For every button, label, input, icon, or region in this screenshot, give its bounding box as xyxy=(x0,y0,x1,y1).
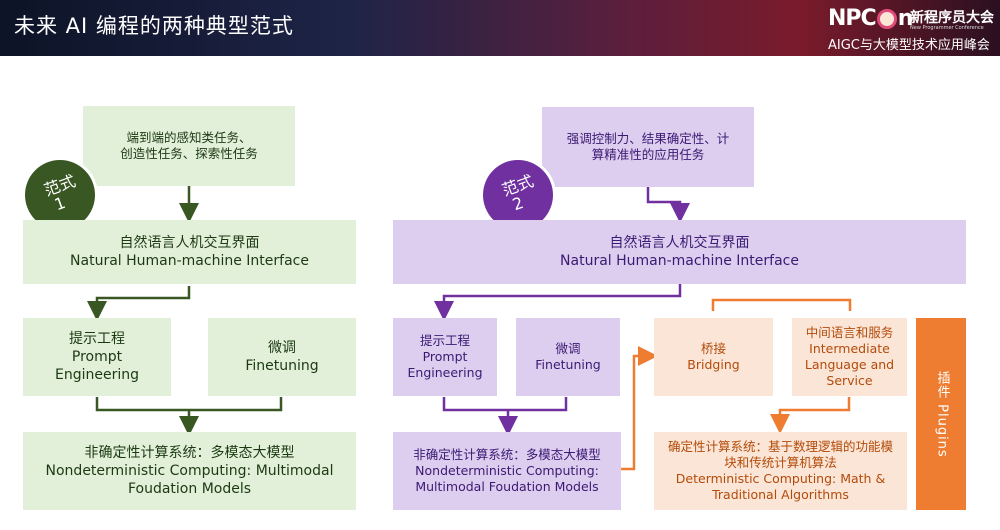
p2-finetune-box: 微调 Finetuning xyxy=(516,318,620,396)
arrow-nondet-to-bridging xyxy=(621,346,658,471)
p2-task-box: 强调控制力、结果确定性、计 算精准性的应用任务 xyxy=(542,107,754,187)
intermediate-en2: Language and xyxy=(804,357,895,372)
line-prompt-finetune-join-1 xyxy=(95,397,283,412)
p2-task-line1: 强调控制力、结果确定性、计 xyxy=(566,130,730,146)
p1-task-line1: 端到端的感知类任务、 xyxy=(126,129,252,145)
p2-badge: 范式 2 xyxy=(483,160,553,230)
arrow-task-to-interface-2 xyxy=(646,187,690,223)
det-cn2: 块和传统计算机算法 xyxy=(724,454,837,470)
p1-nondet-cn: 非确定性计算系统：多模态大模型 xyxy=(84,444,295,461)
p1-nondet-en2: Foudation Models xyxy=(127,481,252,498)
p2-badge-number: 2 xyxy=(509,192,526,215)
logo-en-subtitle: New Programmer Conference xyxy=(910,25,984,31)
page-title: 未来 AI 编程的两种典型范式 xyxy=(14,14,294,38)
p2-prompt-en1: Prompt xyxy=(422,348,468,364)
intermediate-en3: Service xyxy=(826,373,873,389)
p1-interface-box: 自然语言人机交互界面 Natural Human-machine Interfa… xyxy=(23,220,356,284)
p1-prompt-cn: 提示工程 xyxy=(69,330,125,347)
p1-badge-number: 1 xyxy=(51,192,68,215)
plugins-bar: 插件 Plugins xyxy=(916,318,966,510)
p1-task-line2: 创造性任务、探索性任务 xyxy=(120,146,258,161)
p2-nondet-en2: Multimodal Foudation Models xyxy=(415,479,599,495)
p2-prompt-box: 提示工程 Prompt Engineering xyxy=(393,318,497,396)
plugins-label: 插件 Plugins xyxy=(934,370,950,458)
p1-finetune-en: Finetuning xyxy=(245,358,319,374)
logo-cn-title: 新程序员大会 xyxy=(910,10,994,26)
p1-badge: 范式 1 xyxy=(25,160,95,230)
p1-prompt-en1: Prompt xyxy=(71,348,123,365)
arrow-interface-to-prompt-2 xyxy=(434,284,682,321)
p2-interface-cn: 自然语言人机交互界面 xyxy=(609,234,750,251)
p1-task-box: 端到端的感知类任务、 创造性任务、探索性任务 xyxy=(83,106,295,186)
p1-nondet-en1: Nondeterministic Computing: Multimodal xyxy=(45,462,334,479)
det-en1: Deterministic Computing: Math & xyxy=(675,471,886,486)
p2-prompt-cn: 提示工程 xyxy=(419,332,470,348)
arrow-intermediate-to-det xyxy=(770,397,851,434)
p2-nondet-box: 非确定性计算系统：多模态大模型 Nondeterministic Computi… xyxy=(393,432,621,510)
p1-prompt-box: 提示工程 Prompt Engineering xyxy=(23,318,171,396)
bridging-cn: 桥接 xyxy=(700,340,726,356)
p2-nondet-cn: 非确定性计算系统：多模态大模型 xyxy=(413,446,601,462)
p2-prompt-en2: Engineering xyxy=(407,365,483,381)
p1-interface-cn: 自然语言人机交互界面 xyxy=(119,234,260,251)
line-prompt-finetune-join-2 xyxy=(442,397,568,412)
logo-summit-name: AIGC与大模型技术应用峰会 xyxy=(828,38,990,53)
det-box: 确定性计算系统：基于数理逻辑的功能模 块和传统计算机算法 Determinist… xyxy=(654,432,907,510)
bridging-box: 桥接 Bridging xyxy=(654,318,773,396)
p1-finetune-cn: 微调 xyxy=(268,339,296,356)
det-cn1: 确定性计算系统：基于数理逻辑的功能模 xyxy=(667,438,893,454)
det-en2: Traditional Algorithms xyxy=(712,487,849,503)
intermediate-box: 中间语言和服务 Intermediate Language and Servic… xyxy=(792,318,907,396)
bridging-en: Bridging xyxy=(687,357,740,372)
p2-task-line2: 算精准性的应用任务 xyxy=(591,147,705,162)
line-bridging-intermediate xyxy=(711,298,852,311)
p1-interface-en: Natural Human-machine Interface xyxy=(70,253,309,269)
p1-finetune-box: 微调 Finetuning xyxy=(208,318,356,396)
p2-nondet-en1: Nondeterministic Computing: xyxy=(415,462,599,478)
p2-interface-box: 自然语言人机交互界面 Natural Human-machine Interfa… xyxy=(393,220,966,284)
p2-finetune-cn: 微调 xyxy=(555,340,581,356)
intermediate-cn: 中间语言和服务 xyxy=(805,324,894,340)
p2-interface-en: Natural Human-machine Interface xyxy=(560,253,799,269)
arrow-interface-to-prompt-1 xyxy=(87,286,191,321)
p1-nondet-box: 非确定性计算系统：多模态大模型 Nondeterministic Computi… xyxy=(23,432,356,510)
p1-prompt-en2: Engineering xyxy=(55,367,139,384)
p2-finetune-en: Finetuning xyxy=(535,357,601,372)
intermediate-en1: Intermediate xyxy=(809,340,890,356)
